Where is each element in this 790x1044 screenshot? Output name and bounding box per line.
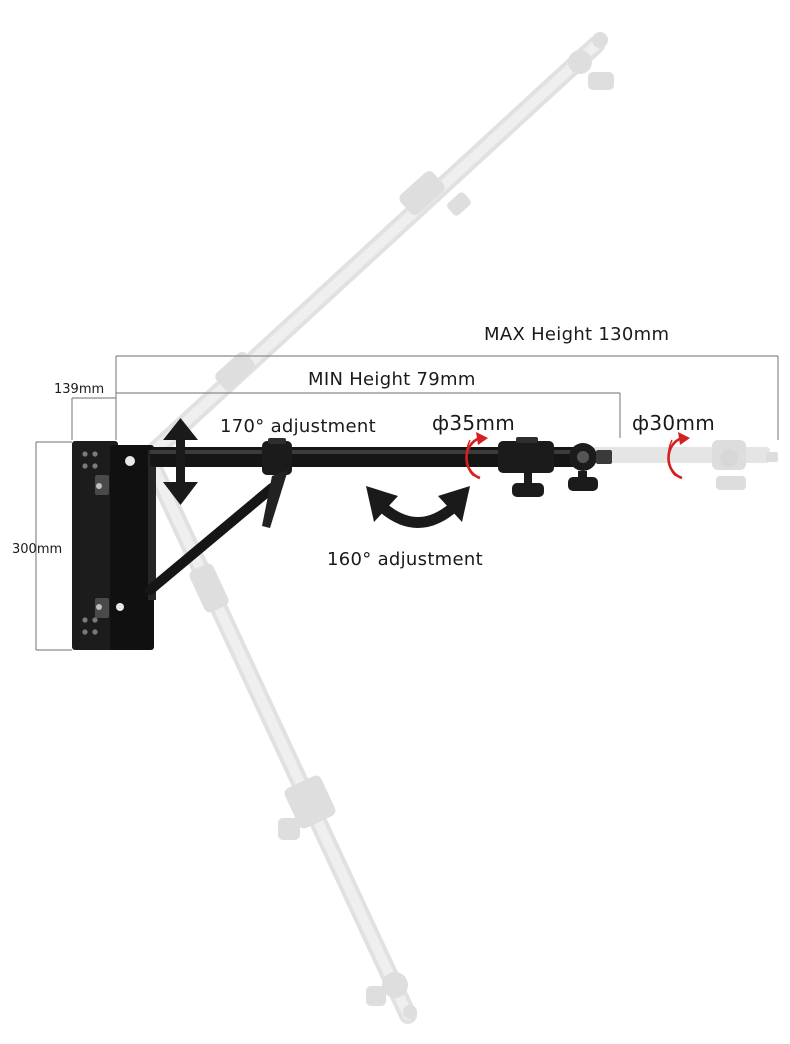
double-arrow-vertical-icon: [163, 418, 198, 505]
depth-label: 139mm: [54, 382, 105, 397]
rotate-icon: [667, 432, 690, 480]
curved-double-arrow-icon: [366, 486, 470, 528]
min-height-label: MIN Height 79mm: [308, 369, 476, 390]
tube-30-diameter-label: ф30mm: [632, 411, 716, 435]
max-height-label: MAX Height 130mm: [484, 324, 670, 345]
ghost-arm-lower: [141, 451, 417, 1024]
tube-35-diameter-label: ф35mm: [432, 411, 516, 435]
dimension-lines: [35, 355, 779, 651]
plate-height-label: 300mm: [12, 542, 63, 557]
boom-arm: [145, 437, 612, 595]
rotate-icon: [465, 432, 488, 480]
ghost-extension: [590, 440, 778, 490]
swivel-adjustment-label: 160° adjustment: [327, 549, 483, 570]
vertical-adjustment-label: 170° adjustment: [220, 416, 376, 437]
ghost-arm-upper: [141, 32, 614, 464]
wall-plate: [72, 441, 156, 650]
